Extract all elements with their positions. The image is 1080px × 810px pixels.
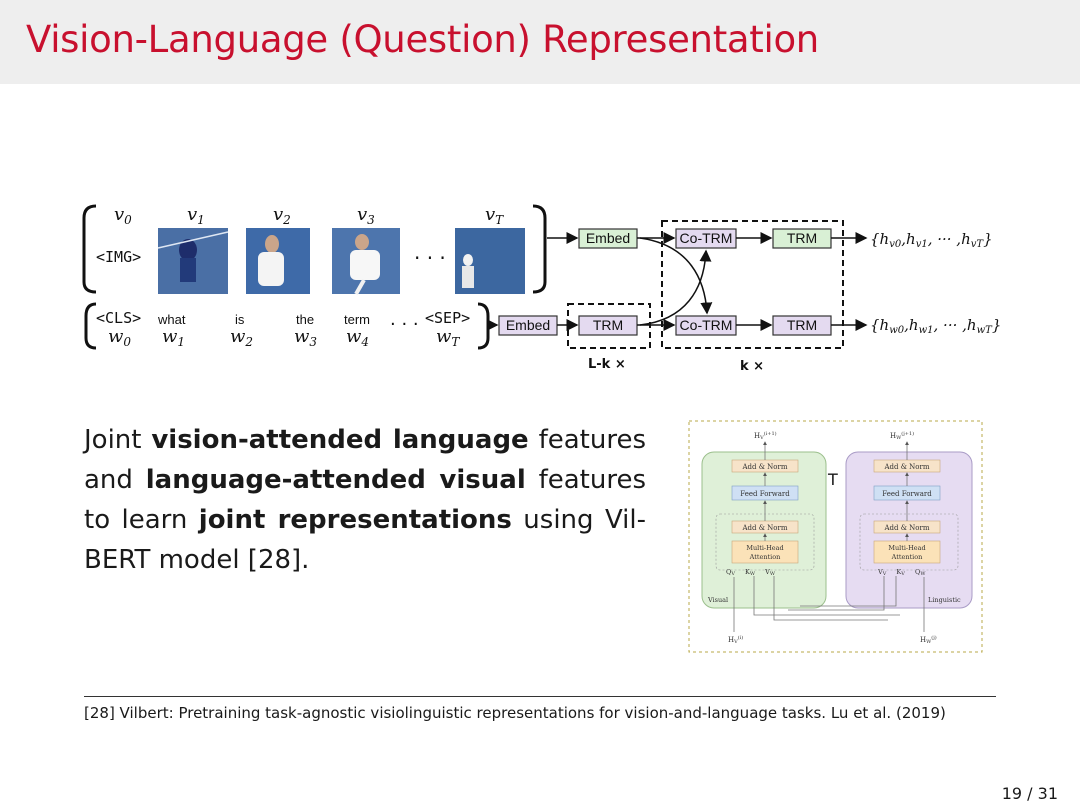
figure-stray-t: T	[828, 470, 838, 489]
vilbert-architecture-diagram: v0 v1 v2 v3 vT <IMG> · · · <CLS> <SEP> w…	[82, 204, 1001, 374]
k-group	[661, 220, 844, 349]
visual-stream-label: Visual	[707, 596, 728, 604]
w1-label: w1	[162, 326, 185, 349]
w0-label: w0	[108, 326, 131, 349]
hw-bottom-label: HW(j)	[920, 634, 937, 645]
l-minus-k-label: L-k ×	[588, 357, 626, 372]
visual-left-bracket	[82, 204, 97, 294]
cls-token: <CLS>	[96, 309, 141, 327]
w4-label: w4	[346, 326, 369, 349]
visual-output-set: {hv0,hv1, ··· ,hvT}	[870, 230, 993, 250]
svg-text:VV KV QW: VV KV QW	[877, 568, 926, 577]
v0-label: v0	[114, 204, 132, 227]
img-token: <IMG>	[96, 248, 141, 266]
w2-label: w2	[230, 326, 253, 349]
co-attention-figure: Add & Norm Feed Forward Add & Norm Multi…	[688, 420, 983, 653]
visual-trm-label: TRM	[787, 230, 817, 246]
language-embed-label: Embed	[506, 317, 550, 333]
word-term: term	[344, 312, 370, 327]
arrow-cross-v-to-l	[639, 237, 713, 315]
image-region-thumbnails	[157, 228, 525, 295]
language-left-bracket	[84, 302, 97, 350]
svg-text:Add & Norm: Add & Norm	[883, 524, 929, 532]
footnote-rule	[84, 696, 996, 697]
emphasis-vision-attended: vision-attended language	[151, 425, 529, 455]
emphasis-joint-representations: joint representations	[198, 505, 512, 535]
visual-cotrm-label: Co-TRM	[680, 230, 733, 246]
figure-border	[688, 420, 983, 653]
page-number: 19 / 31	[1001, 784, 1058, 803]
hv-top-label: HV(i+1)	[754, 430, 777, 441]
v2-label: v2	[273, 204, 291, 227]
language-output-set: {hw0,hw1, ··· ,hwT}	[870, 316, 1001, 336]
svg-text:Add & Norm: Add & Norm	[883, 463, 929, 471]
v1-label: v1	[187, 204, 205, 227]
slide-title: Vision-Language (Question) Representatio…	[26, 18, 819, 61]
svg-text:Feed Forward: Feed Forward	[740, 490, 790, 498]
visual-embed-label: Embed	[586, 230, 630, 246]
footnote-citation: [28] Vilbert: Pretraining task-agnostic …	[84, 704, 946, 722]
sep-token: <SEP>	[425, 309, 470, 327]
svg-text:Multi-Head: Multi-Head	[746, 544, 783, 552]
svg-text:Feed Forward: Feed Forward	[882, 490, 932, 498]
svg-text:Add & Norm: Add & Norm	[741, 463, 787, 471]
svg-text:QV KW VW: QV KW VW	[726, 568, 776, 577]
word-what: what	[157, 312, 186, 327]
language-ellipsis: · · ·	[390, 314, 419, 335]
arrow-cross-l-to-v	[639, 249, 712, 326]
visual-right-bracket	[532, 204, 547, 294]
k-label: k ×	[740, 359, 764, 374]
language-right-bracket	[477, 302, 490, 350]
svg-text:Multi-Head: Multi-Head	[888, 544, 925, 552]
visual-ellipsis: · · ·	[414, 246, 446, 270]
svg-text:Add & Norm: Add & Norm	[741, 524, 787, 532]
svg-text:Attention: Attention	[749, 553, 781, 561]
hw-top-label: HW(j+1)	[890, 430, 914, 441]
word-is: is	[235, 312, 245, 327]
language-trm-label-1: TRM	[593, 317, 623, 333]
title-bar: Vision-Language (Question) Representatio…	[0, 0, 1080, 84]
wT-label: wT	[436, 326, 460, 349]
language-cotrm-label: Co-TRM	[680, 317, 733, 333]
emphasis-language-attended: language-attended visual	[145, 465, 526, 495]
language-trm-label-2: TRM	[787, 317, 817, 333]
svg-text:Attention: Attention	[891, 553, 923, 561]
word-the: the	[296, 312, 314, 327]
w3-label: w3	[294, 326, 317, 349]
hv-bottom-label: HV(i)	[728, 634, 743, 645]
v3-label: v3	[357, 204, 375, 227]
linguistic-stream-label: Linguistic	[928, 596, 961, 604]
vT-label: vT	[485, 204, 504, 227]
body-paragraph: Joint vision-attended language features …	[84, 425, 646, 575]
